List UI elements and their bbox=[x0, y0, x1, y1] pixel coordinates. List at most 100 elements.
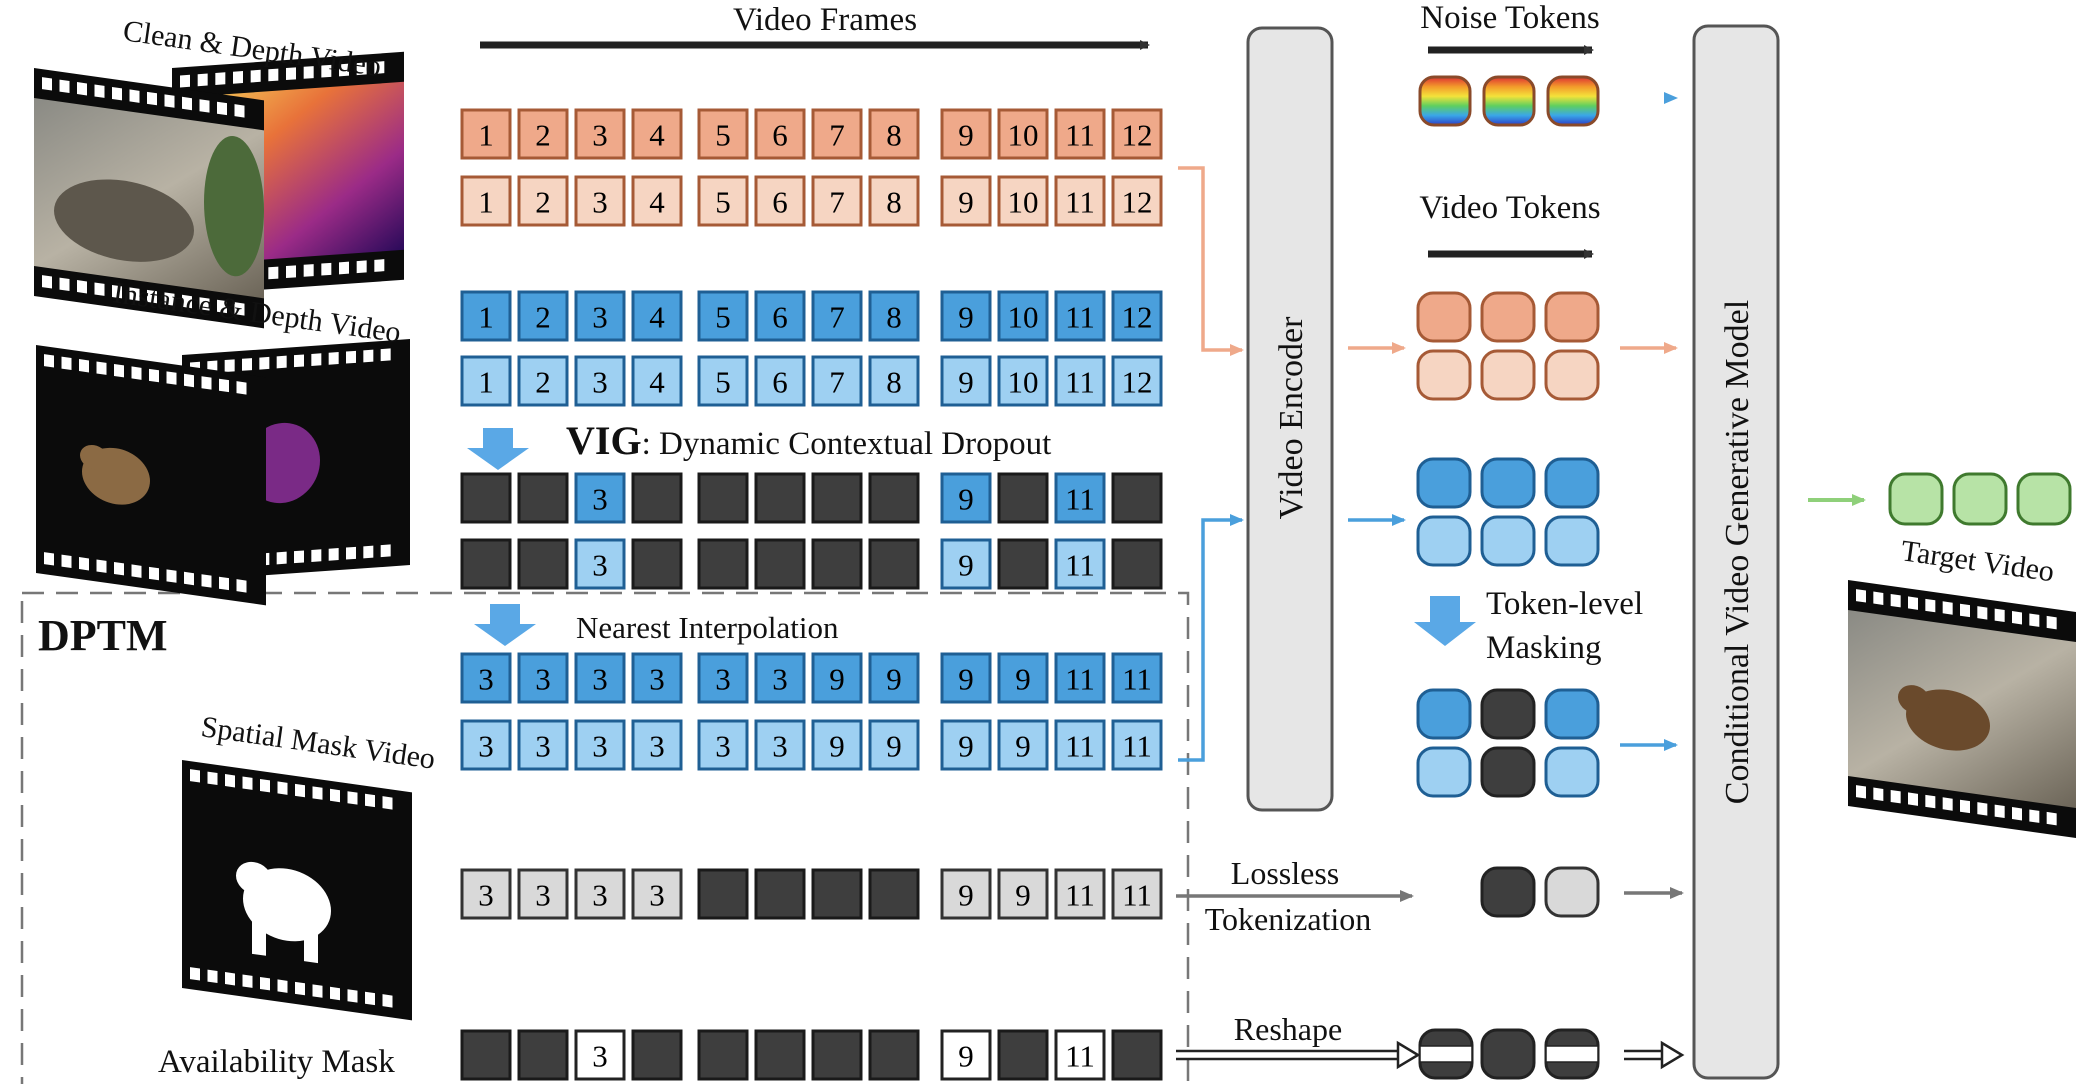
film-sprocket-hole bbox=[44, 354, 54, 368]
blue-token bbox=[1480, 457, 1536, 509]
frame-cell bbox=[997, 290, 1049, 342]
frame-cell bbox=[1111, 868, 1163, 920]
frame-cell bbox=[697, 652, 749, 704]
empty-frame-cell bbox=[460, 538, 512, 590]
film-sprocket-hole bbox=[276, 551, 287, 565]
film-sprocket-hole bbox=[1994, 608, 2005, 623]
frame-number: 9 bbox=[958, 548, 974, 583]
frame-cell bbox=[1054, 868, 1106, 920]
frame-cell bbox=[574, 538, 626, 590]
frame-cell bbox=[754, 175, 806, 227]
frame-number: 9 bbox=[886, 729, 902, 764]
frame-number: 5 bbox=[715, 300, 731, 335]
noise-token-group bbox=[1418, 75, 1600, 127]
film-sprocket-hole bbox=[207, 969, 218, 983]
frame-cell bbox=[517, 355, 569, 407]
film-sprocket-hole bbox=[236, 579, 247, 593]
frame-number: 12 bbox=[1122, 365, 1153, 400]
frame-cell bbox=[1054, 355, 1106, 407]
film-sprocket-hole bbox=[147, 91, 157, 106]
film-sprocket-hole bbox=[1925, 598, 1936, 613]
film-sprocket-hole bbox=[164, 94, 175, 108]
film-sprocket-hole bbox=[242, 358, 252, 371]
film-sprocket-hole bbox=[2012, 807, 2022, 821]
film-sprocket-hole bbox=[184, 373, 194, 388]
film-sprocket-hole bbox=[131, 366, 142, 380]
frame-number: 11 bbox=[1065, 878, 1095, 913]
frame-cell bbox=[754, 108, 806, 160]
film-sprocket-hole bbox=[219, 378, 229, 393]
film-sprocket-hole bbox=[339, 63, 349, 77]
masked-token bbox=[1544, 688, 1600, 740]
frame-number: 9 bbox=[1015, 729, 1031, 764]
film-sprocket-hole bbox=[1908, 792, 1918, 806]
film-sprocket-hole bbox=[166, 371, 177, 385]
frame-cell bbox=[574, 719, 626, 771]
frame-number: 3 bbox=[478, 878, 494, 913]
film-sprocket-hole bbox=[2046, 811, 2057, 826]
film-sprocket-hole bbox=[382, 994, 393, 1008]
frame-cell bbox=[460, 355, 512, 407]
svg-text:VIG: Dynamic Contextual Dropou: VIG: Dynamic Contextual Dropout bbox=[566, 418, 1051, 463]
availability-tokens-arrowhead bbox=[1660, 1040, 1685, 1070]
film-sprocket-hole bbox=[347, 989, 358, 1003]
vig-down-arrow-icon bbox=[467, 428, 529, 470]
film-sprocket-hole bbox=[201, 574, 212, 588]
frame-cell bbox=[1054, 538, 1106, 590]
film-sprocket-hole bbox=[190, 967, 200, 981]
clean-depth-video-film: Clean & Depth Video bbox=[34, 14, 404, 329]
film-sprocket-hole bbox=[166, 569, 177, 583]
frame-cell bbox=[460, 868, 512, 920]
frame-number: 11 bbox=[1065, 482, 1095, 517]
frame-number: 12 bbox=[1122, 185, 1153, 220]
frame-number: 3 bbox=[535, 729, 551, 764]
film-sprocket-hole bbox=[79, 557, 89, 571]
masked-token-group bbox=[1416, 688, 1600, 798]
video-token bbox=[1416, 291, 1472, 343]
frame-number: 12 bbox=[1122, 300, 1153, 335]
film-sprocket-hole bbox=[303, 264, 314, 277]
frame-number: 3 bbox=[592, 729, 608, 764]
output-token bbox=[1952, 472, 2008, 526]
frame-number: 9 bbox=[958, 118, 974, 153]
film-sprocket-hole bbox=[59, 79, 70, 93]
vig-step: VIG: Dynamic Contextual Dropout bbox=[467, 418, 1051, 470]
video-token bbox=[1544, 291, 1600, 343]
frame-number: 7 bbox=[829, 118, 845, 153]
frame-cell bbox=[1054, 652, 1106, 704]
film-sprocket-hole bbox=[2029, 613, 2040, 627]
frame-number: 9 bbox=[958, 662, 974, 697]
film-sprocket-hole bbox=[294, 550, 304, 564]
frame-cell bbox=[1111, 175, 1163, 227]
spatial-mask-video-label: Spatial Mask Video bbox=[199, 710, 437, 776]
film-sprocket-hole bbox=[42, 77, 52, 91]
video-encoder-label: Video Encoder bbox=[1273, 316, 1310, 519]
film-sprocket-hole bbox=[164, 292, 175, 306]
frame-cell bbox=[940, 538, 992, 590]
empty-frame-cell bbox=[460, 1029, 512, 1081]
availability-token-group bbox=[1418, 1028, 1600, 1080]
film-sprocket-hole bbox=[233, 71, 243, 84]
film-sprocket-hole bbox=[365, 991, 375, 1006]
film-sprocket-hole bbox=[1960, 799, 1970, 814]
frame-number: 3 bbox=[535, 662, 551, 697]
frame-cell bbox=[997, 719, 1049, 771]
frame-number: 3 bbox=[772, 729, 788, 764]
dptm-label: DPTM bbox=[38, 611, 168, 660]
frame-number: 3 bbox=[649, 662, 665, 697]
frame-cell bbox=[754, 290, 806, 342]
frame-cell bbox=[460, 290, 512, 342]
film-sprocket-hole bbox=[286, 67, 296, 81]
video-token bbox=[1480, 291, 1536, 343]
film-sprocket-hole bbox=[295, 783, 305, 798]
frame-cell bbox=[631, 108, 683, 160]
empty-frame-cell bbox=[811, 1029, 863, 1081]
blue-token-group bbox=[1416, 457, 1600, 567]
frame-cell bbox=[697, 355, 749, 407]
film-sprocket-hole bbox=[312, 984, 323, 998]
frame-cell bbox=[574, 472, 626, 524]
frame-cell bbox=[997, 108, 1049, 160]
